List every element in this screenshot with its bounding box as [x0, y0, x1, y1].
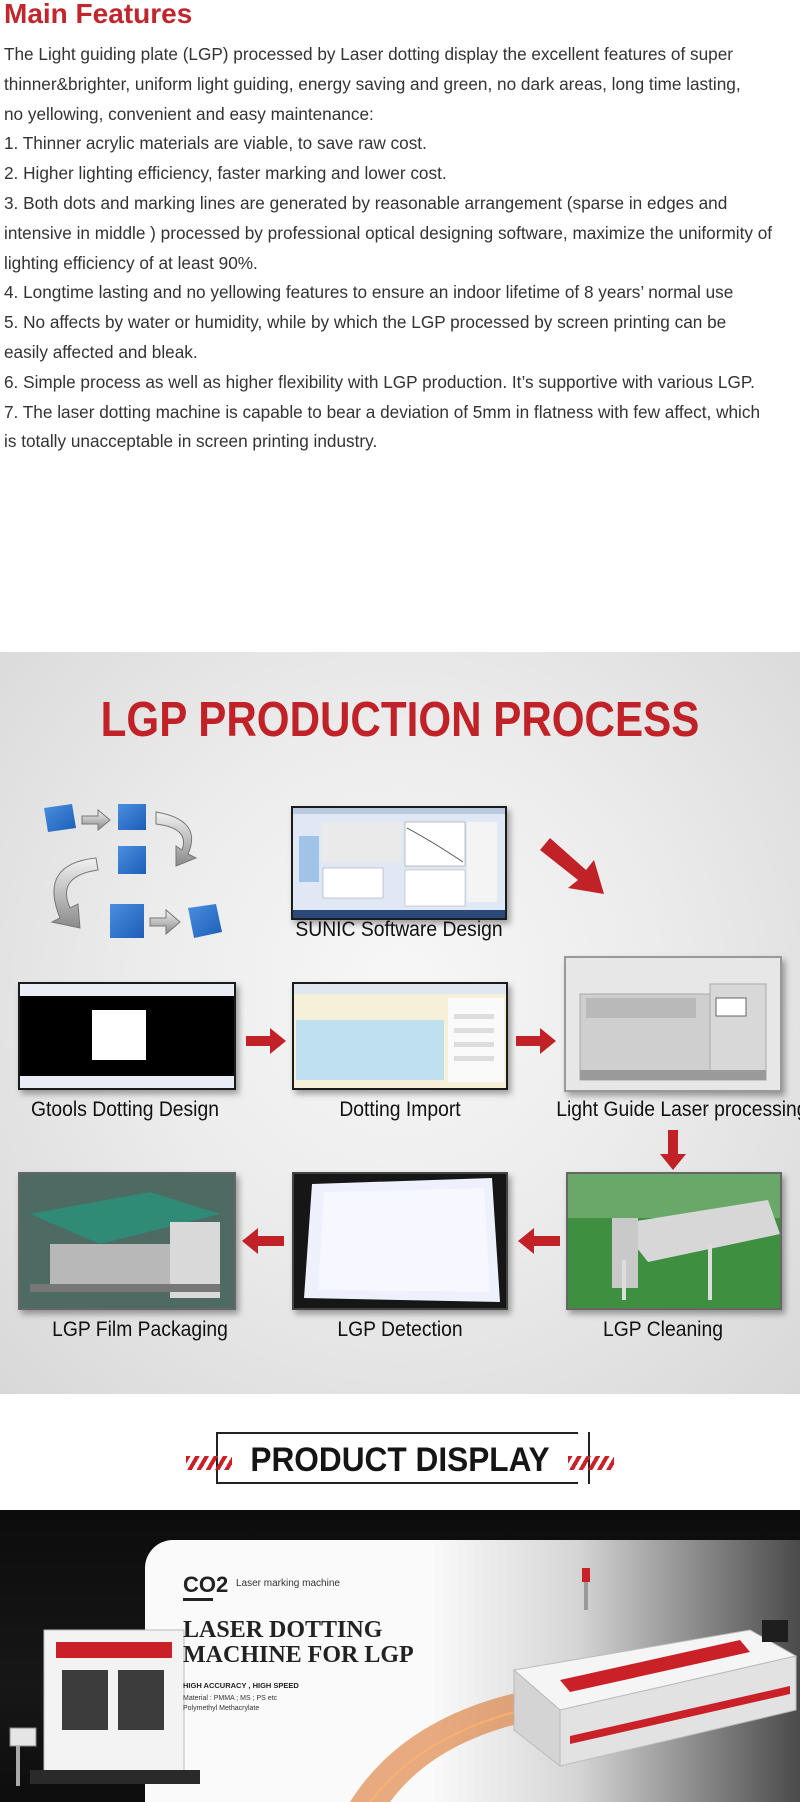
step-label-gtools: Gtools Dotting Design [31, 1098, 219, 1121]
feature-item-3: 3. Both dots and marking lines are gener… [4, 192, 773, 273]
lgp-cleaning-photo [566, 1172, 782, 1310]
feature-item-5: 5. No affects by water or humidity, whil… [4, 312, 727, 333]
arrow-right-icon [516, 1028, 556, 1054]
product-display-header: PRODUCT DISPLAY [0, 1394, 800, 1510]
arrow-diagonal-icon [540, 838, 604, 894]
section-heading: Main Features [4, 0, 193, 29]
stripes-right-decoration [568, 1456, 614, 1470]
product-banner-image: CO2 Laser marking machine LASER DOTTING … [0, 1510, 800, 1802]
banner-material: Material : PMMA ; MS ; PS etc Polymethyl… [183, 1695, 278, 1712]
features-body: The Light guiding plate (LGP) processed … [4, 40, 796, 457]
gantry-machine-illustration [9, 1629, 200, 1786]
product-display-title: PRODUCT DISPLAY [250, 1441, 550, 1479]
stripes-left-decoration [186, 1456, 232, 1470]
step-label-laser-processing: Light Guide Laser processing [556, 1098, 800, 1121]
lgp-detection-photo [292, 1172, 508, 1310]
model-name: CO2 [183, 1572, 229, 1597]
process-title: LGP PRODUCTION PROCESS [100, 693, 700, 747]
production-process-image: LGP PRODUCTION PROCESS [0, 652, 800, 1394]
arrow-left-icon [518, 1228, 560, 1254]
intro-paragraph: The Light guiding plate (LGP) processed … [4, 44, 741, 94]
laser-machine-photo [564, 956, 782, 1092]
arrow-left-icon [242, 1228, 284, 1254]
underline-decoration [183, 1598, 213, 1601]
dotting-import-screenshot [292, 982, 508, 1090]
feature-item-5-cont: easily affected and bleak. [4, 341, 198, 362]
step-label-film-packaging: LGP Film Packaging [52, 1318, 228, 1341]
banner-title: LASER DOTTING MACHINE FOR LGP [183, 1617, 414, 1668]
process-flow-icon [44, 804, 222, 938]
feature-item-7: 7. The laser dotting machine is capable … [4, 401, 761, 422]
feature-item-6: 6. Simple process as well as higher flex… [4, 371, 755, 392]
arrow-right-icon [246, 1028, 286, 1054]
film-packaging-photo [18, 1172, 236, 1310]
banner-tagline: HIGH ACCURACY , HIGH SPEED [183, 1681, 299, 1690]
gtools-screenshot [18, 982, 236, 1090]
feature-item-1: 1. Thinner acrylic materials are viable,… [4, 133, 427, 154]
arrow-down-icon [660, 1130, 686, 1170]
sunic-software-screenshot [291, 806, 507, 920]
step-label-lgp-detection: LGP Detection [337, 1318, 463, 1341]
feature-item-2: 2. Higher lighting efficiency, faster ma… [4, 163, 447, 184]
feature-item-4: 4. Longtime lasting and no yellowing fea… [4, 282, 734, 303]
laser-dotting-machine-illustration [512, 1568, 798, 1768]
intro-paragraph-cont: no yellowing, convenient and easy mainte… [4, 103, 374, 124]
step-label-sunic: SUNIC Software Design [295, 918, 503, 941]
model-subtitle: Laser marking machine [236, 1578, 340, 1589]
step-label-lgp-cleaning: LGP Cleaning [603, 1318, 723, 1341]
step-label-dotting-import: Dotting Import [339, 1098, 461, 1121]
feature-item-7-cont: is totally unacceptable in screen printi… [4, 431, 378, 452]
